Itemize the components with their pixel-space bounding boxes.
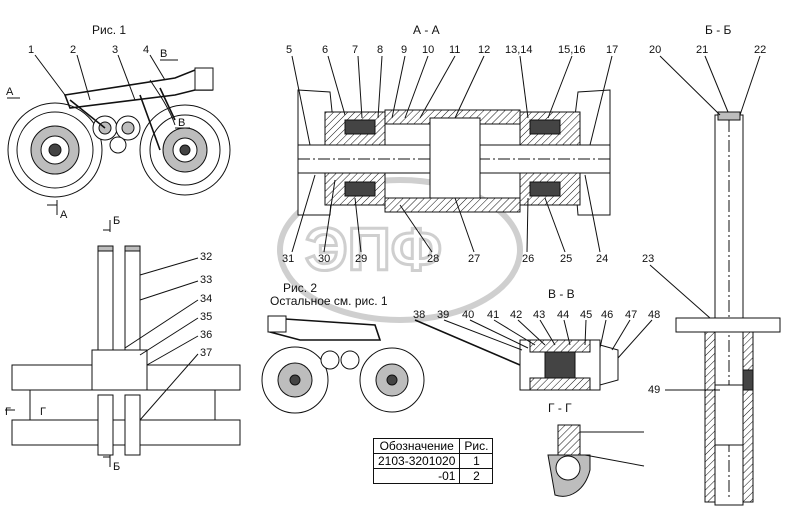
section-bb-view: Б - Б 20 21 22 23 49 — [642, 23, 781, 506]
section-mark-g-right: Г — [40, 406, 46, 418]
front-view: Б Б Г Г 32 33 34 35 36 37 — [5, 215, 241, 473]
section-gg-view: Г - Г — [547, 401, 645, 497]
callout-25: 27 — [468, 253, 480, 265]
fig1-view: Рис. 1 А А В В 1 — [6, 23, 231, 221]
callout-35: 37 — [200, 347, 212, 359]
section-gg-title: Г - Г — [548, 401, 572, 415]
callout-27: 29 — [355, 253, 367, 265]
table-header-row: Обозначение Рис. — [372, 438, 494, 454]
section-aa-title: А - А — [413, 23, 440, 37]
callout-40: 42 — [510, 309, 522, 321]
section-mark-v-top: В — [160, 48, 167, 60]
section-vv-title: В - В — [548, 287, 575, 301]
callout-11: 11 — [449, 44, 460, 56]
callout-3: 3 — [112, 44, 118, 56]
callout-36: 38 — [413, 309, 425, 321]
callout-38: 40 — [462, 309, 474, 321]
table-cell-designation: -01 — [372, 468, 461, 484]
section-mark-b-top: Б — [113, 215, 120, 227]
callout-41: 43 — [533, 309, 545, 321]
watermark: ЭПФ — [277, 177, 523, 323]
callout-44: 46 — [601, 309, 613, 321]
callout-43: 45 — [580, 309, 592, 321]
fig2-title: Рис. 2 — [283, 281, 317, 295]
table-header-fig: Рис. — [459, 438, 494, 454]
section-mark-a-bottom: А — [60, 209, 68, 221]
table-cell-fig: 1 — [459, 453, 494, 469]
table-header-designation: Обозначение — [372, 438, 461, 454]
callout-6: 6 — [322, 44, 328, 56]
callout-47: 49 — [648, 384, 660, 396]
callout-10: 10 — [422, 44, 434, 56]
callout-30: 32 — [200, 251, 212, 263]
callout-20: 22 — [754, 44, 766, 56]
callout-37: 39 — [437, 309, 449, 321]
callout-15-16: 15,16 — [558, 44, 586, 56]
table-row: -01 2 — [372, 468, 494, 484]
section-bb-title: Б - Б — [705, 23, 732, 37]
callout-18: 20 — [649, 44, 661, 56]
callout-19: 21 — [696, 44, 708, 56]
callout-31: 33 — [200, 274, 212, 286]
callout-46: 48 — [648, 309, 660, 321]
callout-33: 35 — [200, 311, 212, 323]
callout-29: 31 — [282, 253, 294, 265]
callout-45: 47 — [625, 309, 637, 321]
callout-7: 7 — [352, 44, 358, 56]
section-mark-g-left: Г — [5, 406, 11, 418]
section-aa-view: А - А 5 6 7 8 9 10 11 12 — [282, 23, 618, 265]
section-mark-a-top: А — [6, 86, 14, 98]
callout-13-14: 13,14 — [505, 44, 533, 56]
table-cell-fig: 2 — [459, 468, 494, 484]
callout-39: 41 — [487, 309, 499, 321]
callout-21: 23 — [642, 253, 654, 265]
callout-8: 8 — [377, 44, 383, 56]
callout-32: 34 — [200, 293, 212, 305]
callout-17: 17 — [606, 44, 618, 56]
svg-text:ЭПФ: ЭПФ — [305, 216, 442, 283]
callout-23: 25 — [560, 253, 572, 265]
callout-26: 28 — [427, 253, 439, 265]
table-cell-designation: 2103-3201020 — [372, 453, 461, 469]
fig2-note: Остальное см. рис. 1 — [270, 294, 388, 308]
callout-5: 5 — [286, 44, 292, 56]
callout-28: 30 — [318, 253, 330, 265]
section-vv-view: В - В 38 39 40 41 42 43 44 45 46 47 48 — [413, 287, 660, 391]
section-mark-v-bottom: В — [178, 117, 185, 129]
callout-9: 9 — [401, 44, 407, 56]
callout-22: 24 — [596, 253, 608, 265]
callout-12: 12 — [478, 44, 490, 56]
callout-1: 1 — [28, 44, 34, 56]
callout-34: 36 — [200, 329, 212, 341]
callout-4: 4 — [143, 44, 149, 56]
callout-24: 26 — [522, 253, 534, 265]
fig2-view: Рис. 2 Остальное см. рис. 1 — [261, 281, 425, 414]
section-mark-b-bottom: Б — [113, 461, 120, 473]
table-row: 2103-3201020 1 — [372, 453, 494, 469]
callout-2: 2 — [70, 44, 76, 56]
fig1-title: Рис. 1 — [92, 23, 126, 37]
callout-42: 44 — [557, 309, 569, 321]
specification-table: Обозначение Рис. 2103-3201020 1 -01 2 — [372, 438, 494, 484]
